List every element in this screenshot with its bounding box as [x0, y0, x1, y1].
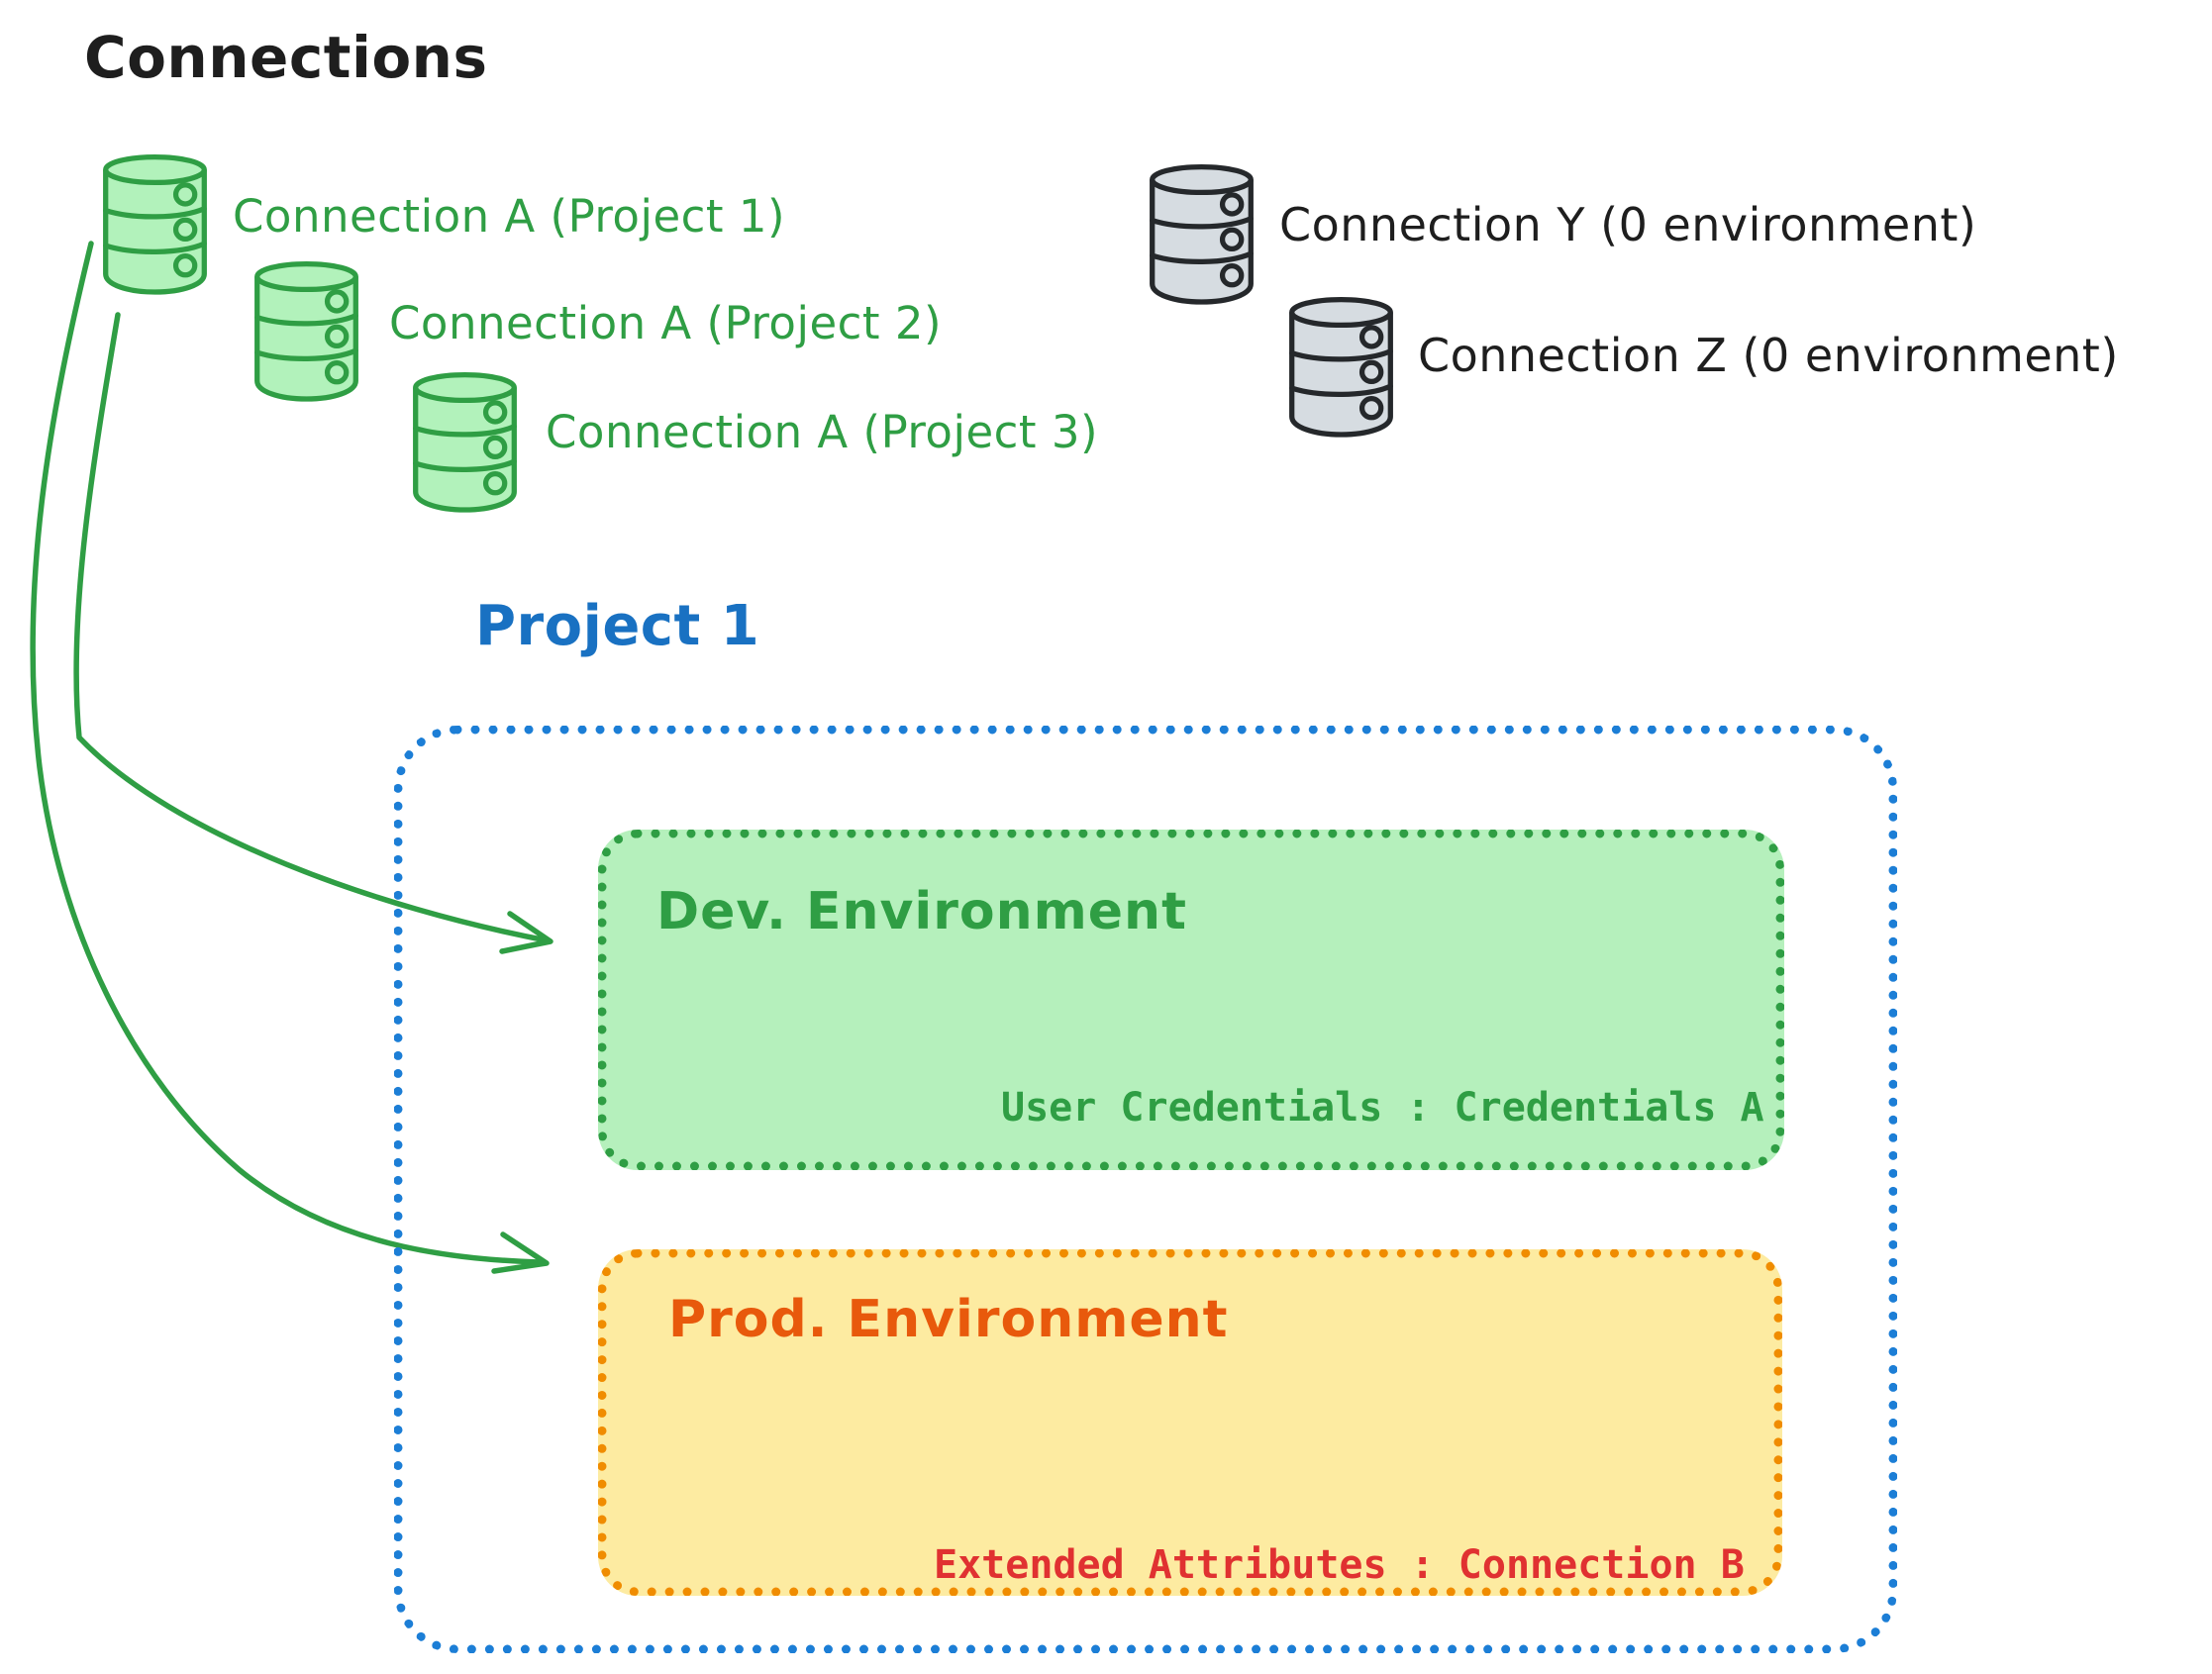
- project-1-title: Project 1: [475, 594, 760, 658]
- prod-mapping-line-1: Extended Attributes : Connection B: [934, 1542, 1745, 1588]
- connection-a-project-3-label: Connection A (Project 3): [546, 406, 1099, 458]
- connection-y-label: Connection Y (0 environment): [1279, 198, 1977, 251]
- prod-environment-title: Prod. Environment: [668, 1290, 1229, 1349]
- database-icon-connection-a-3: [409, 372, 521, 515]
- project-1-container: Dev. Environment User Credentials : Cred…: [394, 726, 1897, 1653]
- prod-environment-box: Prod. Environment Extended Attributes : …: [598, 1249, 1782, 1596]
- diagram-title: Connections: [84, 24, 488, 91]
- database-icon-connection-y: [1146, 164, 1257, 307]
- dev-environment-box: Dev. Environment User Credentials : Cred…: [598, 830, 1784, 1170]
- database-icon-connection-z: [1285, 297, 1397, 440]
- database-icon-connection-a-1: [99, 154, 211, 297]
- connection-a-project-2-label: Connection A (Project 2): [389, 297, 943, 349]
- dev-credentials-mapping: User Credentials : Credentials A: [1001, 1085, 1764, 1131]
- database-icon-connection-a-2: [251, 261, 362, 404]
- dev-environment-title: Dev. Environment: [656, 882, 1187, 941]
- connection-a-project-1-label: Connection A (Project 1): [233, 190, 786, 243]
- prod-mappings: Extended Attributes : Connection B Ext.A…: [934, 1434, 1768, 1674]
- connection-z-label: Connection Z (0 environment): [1418, 329, 2119, 382]
